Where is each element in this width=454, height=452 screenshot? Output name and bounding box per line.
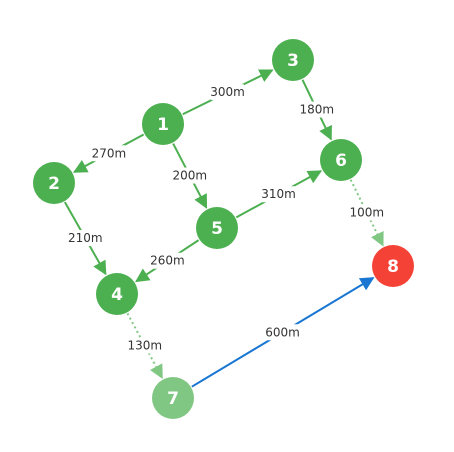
node-label: 7 <box>167 389 179 409</box>
edge-label-background <box>211 84 244 101</box>
edge-label-background <box>128 337 162 354</box>
node-circle <box>196 207 238 249</box>
edge-label-1-5: 200m <box>172 169 207 183</box>
edge-label-background <box>92 145 126 162</box>
node-circle <box>272 39 314 81</box>
edge-label-6-8: 100m <box>349 206 384 220</box>
edge-label-3-6: 180m <box>299 103 334 117</box>
node-2[interactable]: 2 <box>33 162 75 204</box>
node-1[interactable]: 1 <box>142 103 184 145</box>
node-label: 2 <box>48 174 60 194</box>
node-4[interactable]: 4 <box>96 273 138 315</box>
node-7[interactable]: 7 <box>152 377 194 419</box>
node-label: 8 <box>387 257 399 277</box>
edge-label-background <box>262 186 295 203</box>
edge-labels-layer: 300m 270m 200m 180m 310m 210m 260m 100m 130m 600m <box>68 84 384 354</box>
edge-label-background <box>173 167 207 184</box>
node-circle <box>142 103 184 145</box>
edge-label-1-3: 300m <box>210 85 245 99</box>
edge-label-background <box>68 230 102 247</box>
edge-label-background <box>350 204 384 221</box>
node-label: 1 <box>157 115 169 135</box>
node-circle <box>320 139 362 181</box>
node-label: 4 <box>111 285 123 305</box>
node-label: 6 <box>335 151 347 171</box>
edge-label-background <box>151 252 184 269</box>
node-label: 5 <box>211 219 223 239</box>
node-3[interactable]: 3 <box>272 39 314 81</box>
node-circle <box>96 273 138 315</box>
edge-label-5-4: 260m <box>150 254 185 268</box>
node-6[interactable]: 6 <box>320 139 362 181</box>
node-8[interactable]: 8 <box>372 245 414 287</box>
edge-label-1-2: 270m <box>92 146 127 160</box>
edge-label-background <box>300 101 334 118</box>
edge-label-5-6: 310m <box>261 187 296 201</box>
edge-label-4-7: 130m <box>127 339 162 353</box>
node-circle <box>372 245 414 287</box>
edge-label-background <box>266 324 299 341</box>
edge-label-2-4: 210m <box>68 231 103 245</box>
edge-label-7-8: 600m <box>265 325 300 339</box>
node-5[interactable]: 5 <box>196 207 238 249</box>
node-label: 3 <box>287 51 299 71</box>
nodes-layer: 1 2 3 4 5 6 7 8 <box>33 39 414 419</box>
node-circle <box>152 377 194 419</box>
node-circle <box>33 162 75 204</box>
